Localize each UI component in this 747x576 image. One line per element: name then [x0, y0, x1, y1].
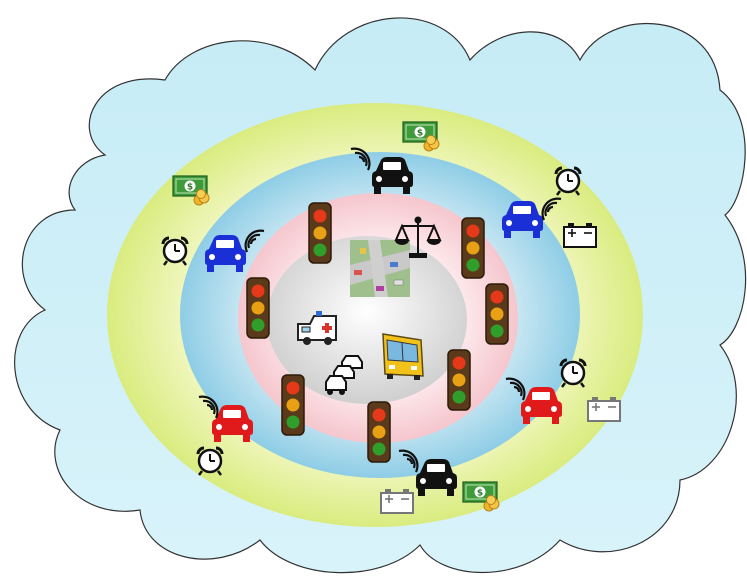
battery-icon: [563, 222, 597, 248]
traffic-jam-icon: [325, 355, 363, 395]
car-icon: [502, 197, 563, 238]
cars: [197, 147, 563, 496]
traffic-light-icon: [367, 401, 391, 463]
traffic-light-icon: [461, 217, 485, 279]
traffic-light-icon: [246, 277, 270, 339]
justice-scale-icon: [394, 216, 442, 258]
car-icon: [349, 147, 413, 194]
car-icon: [397, 449, 457, 496]
battery-icon: [380, 488, 414, 514]
car-icon: [504, 377, 562, 424]
traffic-light-icon: [308, 202, 332, 264]
battery-icon: [587, 396, 621, 422]
bus-icon: [382, 333, 424, 380]
car-icon: [197, 395, 253, 442]
traffic-light-icon: [485, 283, 509, 345]
ambulance-icon: [297, 311, 337, 345]
street-map-image: [350, 240, 410, 297]
traffic-light-icon: [447, 349, 471, 411]
traffic-light-icon: [281, 374, 305, 436]
car-icon: [205, 229, 266, 272]
